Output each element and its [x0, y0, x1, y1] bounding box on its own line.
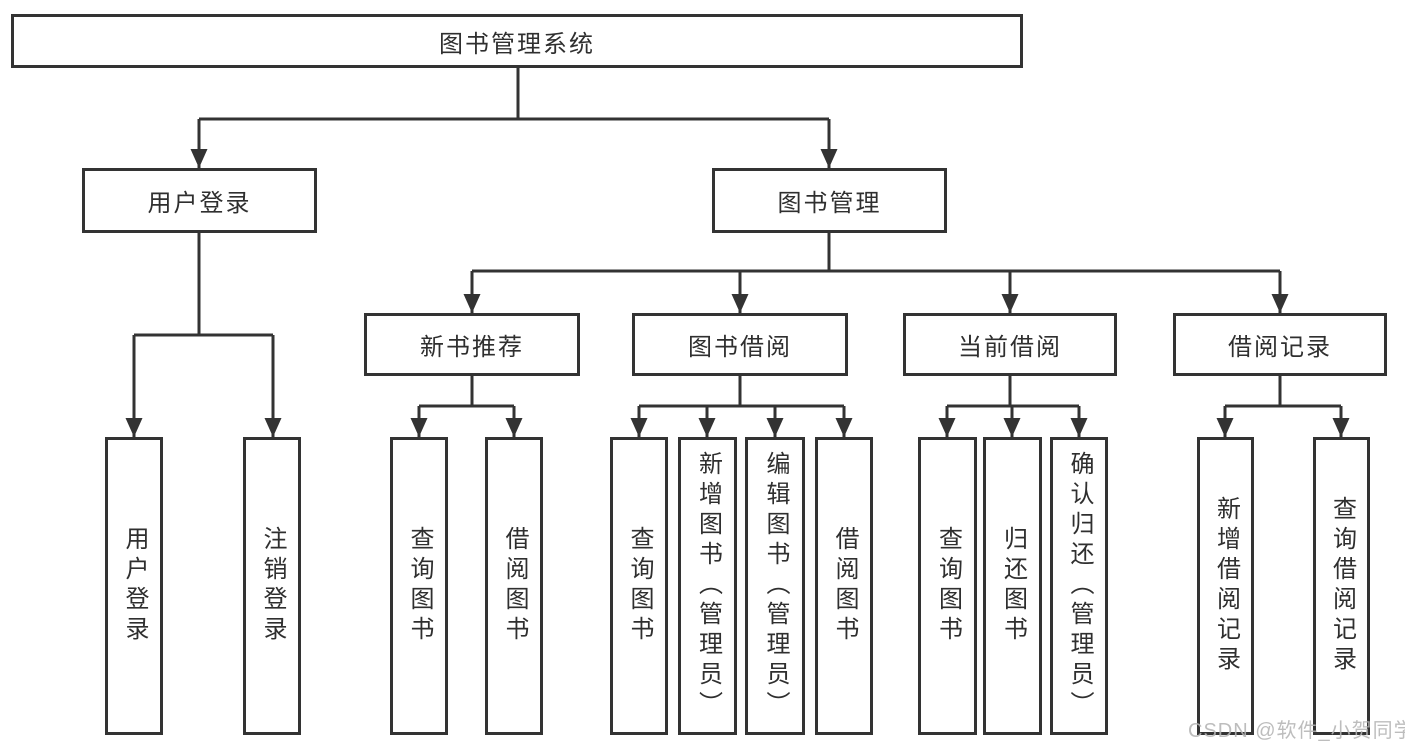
leaf-nb-borrow-books: 借阅图书	[485, 437, 543, 735]
leaf-label: 确认归还（管理员）	[1066, 451, 1093, 721]
node-label: 新书推荐	[420, 334, 524, 361]
leaf-label: 编辑图书（管理员）	[762, 451, 789, 721]
connector-book-borrow-children	[630, 376, 853, 437]
leaf-label: 新增借阅记录	[1212, 496, 1240, 676]
connector-borrow-records-children	[1216, 376, 1350, 437]
leaf-cb-query-books: 查询图书	[918, 437, 977, 735]
leaf-cb-confirm-return-admin: 确认归还（管理员）	[1050, 437, 1108, 735]
leaf-label: 查询图书	[626, 526, 653, 646]
connector-current-borrow-children	[938, 376, 1088, 437]
connector-user-login-children	[125, 233, 282, 437]
node-label: 当前借阅	[958, 334, 1062, 361]
node-label: 图书管理系统	[439, 30, 595, 58]
node-borrow-records: 借阅记录	[1173, 313, 1387, 376]
leaf-bb-query-books: 查询图书	[610, 437, 668, 735]
node-user-login: 用户登录	[82, 168, 317, 233]
leaf-nb-query-books: 查询图书	[390, 437, 448, 735]
node-new-book-recommend: 新书推荐	[364, 313, 580, 376]
leaf-bb-edit-books-admin: 编辑图书（管理员）	[745, 437, 805, 735]
leaf-label: 用户登录	[121, 526, 148, 646]
connector-root-to-level2	[190, 68, 838, 168]
node-library-management-system: 图书管理系统	[11, 14, 1023, 68]
leaf-label: 查询借阅记录	[1328, 496, 1356, 676]
leaf-label: 查询图书	[934, 526, 962, 646]
leaf-logout-login: 注销登录	[243, 437, 301, 735]
node-label: 用户登录	[147, 190, 252, 217]
node-book-management: 图书管理	[712, 168, 947, 233]
leaf-cb-return-books: 归还图书	[983, 437, 1042, 735]
leaf-br-query-borrow-record: 查询借阅记录	[1313, 437, 1370, 735]
leaf-bb-add-books-admin: 新增图书（管理员）	[678, 437, 737, 735]
leaf-label: 注销登录	[259, 526, 286, 646]
connector-new-book-children	[410, 376, 523, 437]
node-label: 借阅记录	[1228, 334, 1332, 361]
connector-book-management-children	[463, 233, 1289, 313]
leaf-bb-borrow-books: 借阅图书	[815, 437, 873, 735]
leaf-label: 新增图书（管理员）	[694, 451, 722, 721]
leaf-br-add-borrow-record: 新增借阅记录	[1197, 437, 1254, 735]
leaf-user-login: 用户登录	[105, 437, 163, 735]
node-current-borrow: 当前借阅	[903, 313, 1117, 376]
node-label: 图书管理	[777, 190, 882, 217]
leaf-label: 借阅图书	[831, 526, 858, 646]
node-book-borrow: 图书借阅	[632, 313, 848, 376]
csdn-watermark: CSDN @软件_小贺同学	[1188, 720, 1405, 742]
leaf-label: 归还图书	[999, 526, 1027, 646]
leaf-label: 查询图书	[406, 526, 433, 646]
leaf-label: 借阅图书	[501, 526, 528, 646]
node-label: 图书借阅	[688, 334, 792, 361]
